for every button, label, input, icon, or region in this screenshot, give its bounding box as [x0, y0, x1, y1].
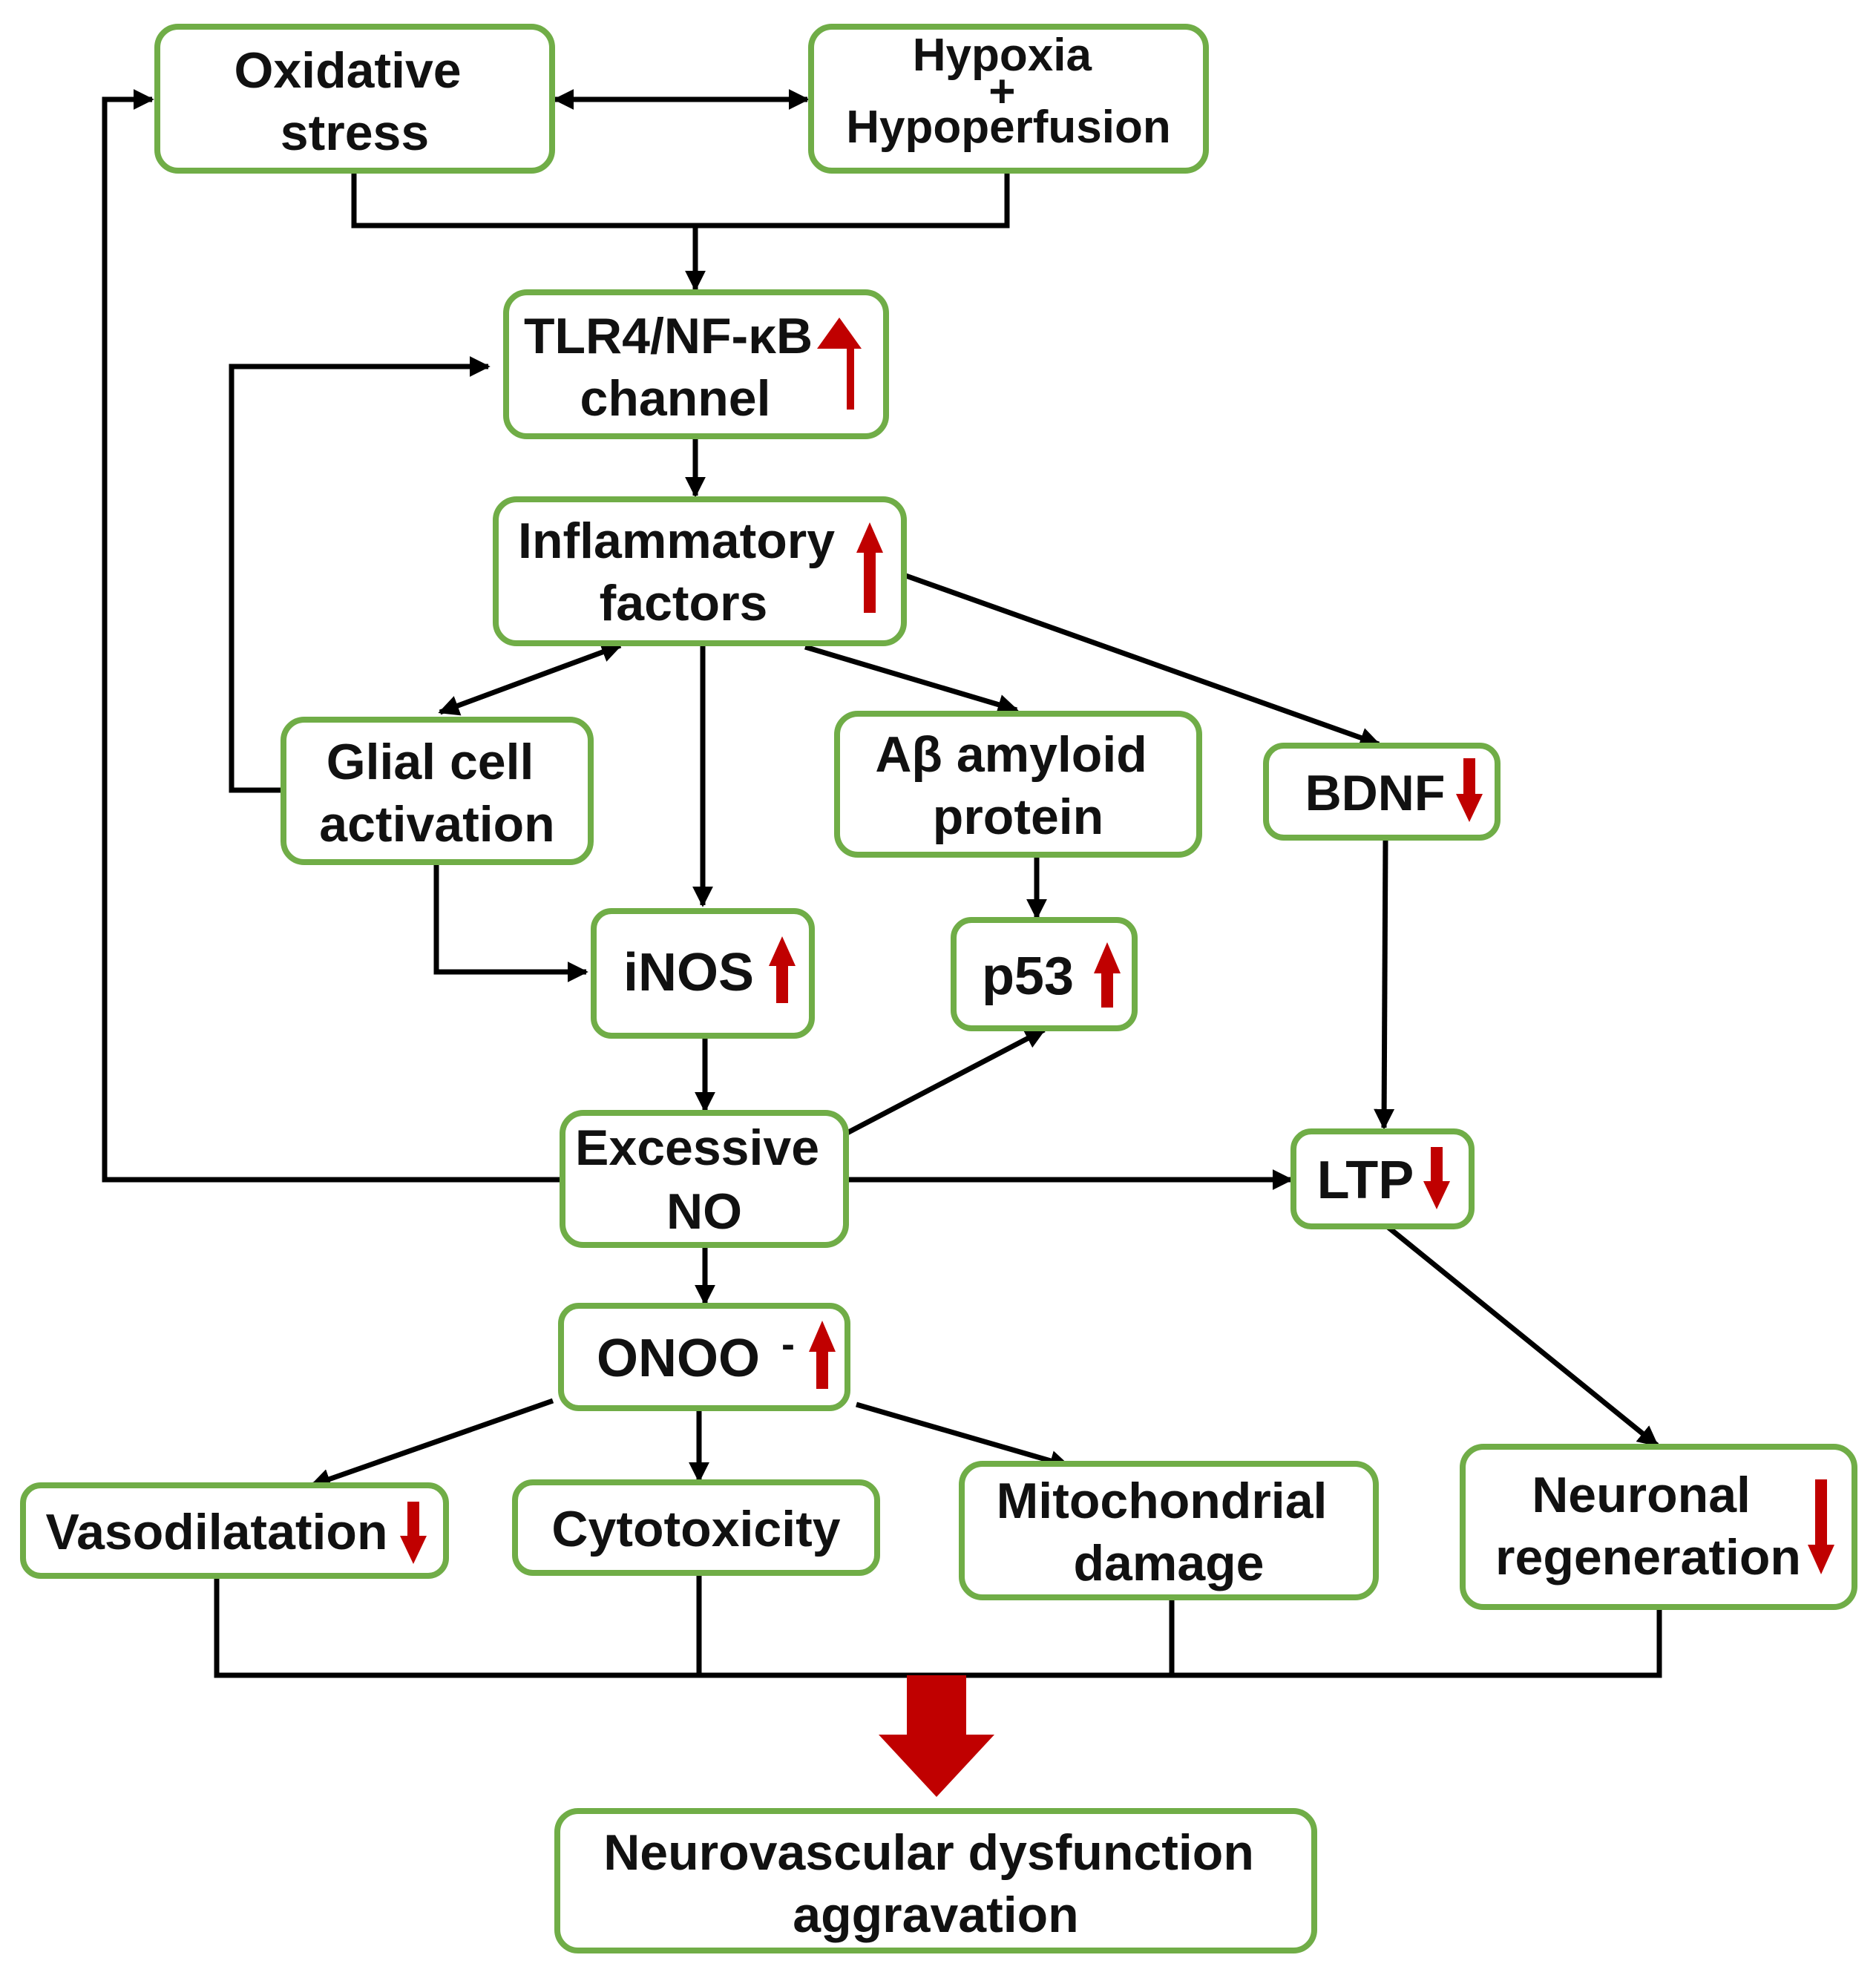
node-label: LTP	[1317, 1151, 1414, 1210]
arrow-no-oxidative-feedback	[102, 89, 562, 1183]
down-arrow-indicator	[1808, 1479, 1834, 1574]
node-label: iNOS	[623, 943, 754, 1002]
node-label: Inflammatory factors	[518, 513, 849, 631]
line-merge-top	[351, 172, 1010, 229]
up-arrow-indicator	[1094, 942, 1121, 1008]
node-label: ONOO	[597, 1329, 760, 1388]
up-arrow-indicator	[817, 318, 862, 410]
node-bdnf: BDNF	[1263, 743, 1501, 841]
node-label: Aβ amyloid protein	[875, 726, 1161, 845]
node-onoo: ONOO -	[558, 1303, 850, 1411]
up-arrow-indicator	[809, 1321, 836, 1389]
arrow-bdnf-ltp	[1374, 839, 1395, 1130]
node-label: Glial cell activation	[319, 734, 554, 852]
node-label: Vasodilatation	[46, 1504, 388, 1560]
arrow-onoo-vasodilatation	[309, 1398, 554, 1489]
arrow-inflammatory-bdnf	[902, 572, 1381, 748]
up-arrow-indicator	[769, 936, 796, 1003]
node-neuronal-regeneration: Neuronal regeneration	[1460, 1444, 1857, 1610]
node-label: Mitochondrial damage	[997, 1473, 1342, 1591]
arrow-no-p53	[839, 1027, 1046, 1140]
node-mitochondrial-damage: Mitochondrial damage	[959, 1461, 1379, 1600]
arrow-glial-inos	[433, 863, 588, 982]
node-vasodilatation: Vasodilatation	[20, 1482, 449, 1579]
node-label: Oxidative stress	[234, 42, 475, 161]
down-arrow-indicator	[1423, 1147, 1450, 1209]
down-arrow-indicator	[400, 1502, 427, 1564]
arrow-ltp-neuronal	[1384, 1223, 1659, 1447]
node-inflammatory-factors: Inflammatory factors	[493, 496, 907, 646]
node-hypoxia-hypoperfusion: Hypoxia + Hypoperfusion	[808, 24, 1209, 174]
node-tlr4-nfkb: TLR4/NF-κB channel	[503, 289, 889, 439]
big-down-arrow	[879, 1675, 994, 1797]
node-label: Neuronal regeneration	[1495, 1467, 1801, 1585]
arrow-inflammatory-abeta	[804, 644, 1019, 715]
node-label: BDNF	[1305, 765, 1446, 821]
node-glial-cell-activation: Glial cell activation	[281, 717, 594, 865]
node-abeta-amyloid: Aβ amyloid protein	[834, 711, 1202, 858]
node-ltp: LTP	[1290, 1128, 1475, 1229]
arrow-glial-tlr4-feedback	[229, 356, 491, 793]
node-label: TLR4/NF-κB channel	[524, 308, 827, 427]
node-label: Cytotoxicity	[551, 1501, 840, 1557]
up-arrow-indicator	[856, 522, 883, 613]
node-inos: iNOS	[591, 908, 815, 1039]
node-label: Neurovascular dysfunction aggravation	[603, 1824, 1268, 1943]
arrow-onoo-mitochondrial	[856, 1401, 1071, 1471]
node-label: Hypoxia + Hypoperfusion	[846, 30, 1170, 153]
node-neurovascular-dysfunction: Neurovascular dysfunction aggravation	[554, 1808, 1317, 1953]
superscript-minus: -	[781, 1322, 795, 1367]
node-p53: p53	[951, 917, 1138, 1031]
node-cytotoxicity: Cytotoxicity	[512, 1479, 880, 1576]
node-excessive-no: Excessive NO	[560, 1110, 849, 1248]
connectors	[102, 89, 1662, 1797]
node-label: Excessive NO	[575, 1120, 833, 1240]
node-label: p53	[982, 947, 1074, 1006]
node-oxidative-stress: Oxidative stress	[154, 24, 555, 174]
arrow-inflammatory-glial	[438, 642, 623, 716]
down-arrow-indicator	[1456, 758, 1483, 822]
line-merge-bottom	[214, 1576, 1662, 1678]
